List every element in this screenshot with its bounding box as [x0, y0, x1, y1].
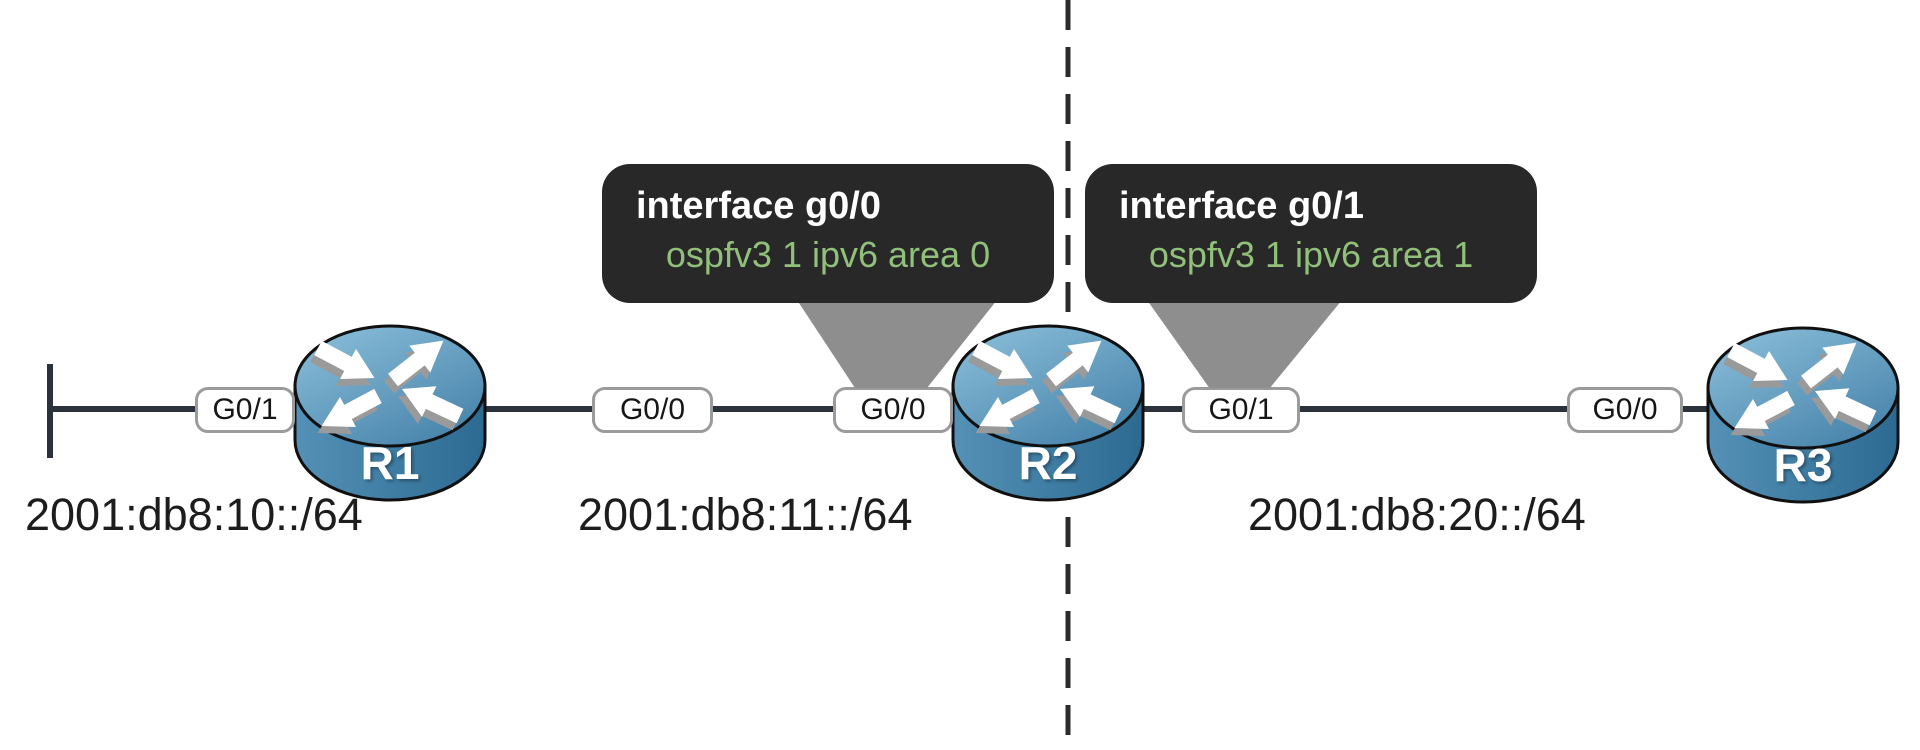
router-r3: R3: [1703, 320, 1903, 505]
callout-interface-title: interface g0/1: [1119, 185, 1364, 227]
interface-label-r1-left: G0/1: [195, 387, 295, 433]
router-name-label: R1: [360, 437, 420, 489]
link-lan-to-r1: [50, 406, 300, 412]
callout-ospf-command: ospfv3 1 ipv6 area 1: [1148, 233, 1474, 275]
callout-r2-interface-g0-0: interface g0/0 ospfv3 1 ipv6 area 0: [602, 164, 1054, 303]
router-name-label: R2: [1018, 437, 1078, 489]
network-prefix-r2-r3: 2001:db8:20::/64: [1248, 489, 1586, 540]
callout-r2-interface-g0-1: interface g0/1 ospfv3 1 ipv6 area 1: [1085, 164, 1537, 303]
link-r1-to-r2: [470, 406, 960, 412]
link-r2-to-r3: [1140, 406, 1715, 412]
interface-label-r2-left: G0/0: [833, 387, 953, 433]
callout-interface-title: interface g0/0: [636, 185, 881, 227]
interface-label-r2-right: G0/1: [1182, 387, 1300, 433]
interface-label-r3-left: G0/0: [1567, 387, 1683, 433]
network-prefix-r1-r2: 2001:db8:11::/64: [578, 489, 913, 540]
network-prefix-lan: 2001:db8:10::/64: [25, 489, 363, 540]
router-r1: R1: [290, 318, 490, 503]
router-r2: R2: [948, 318, 1148, 503]
interface-label-r1-right: G0/0: [592, 387, 713, 433]
router-name-label: R3: [1773, 439, 1833, 491]
callout-ospf-command: ospfv3 1 ipv6 area 0: [665, 233, 991, 275]
